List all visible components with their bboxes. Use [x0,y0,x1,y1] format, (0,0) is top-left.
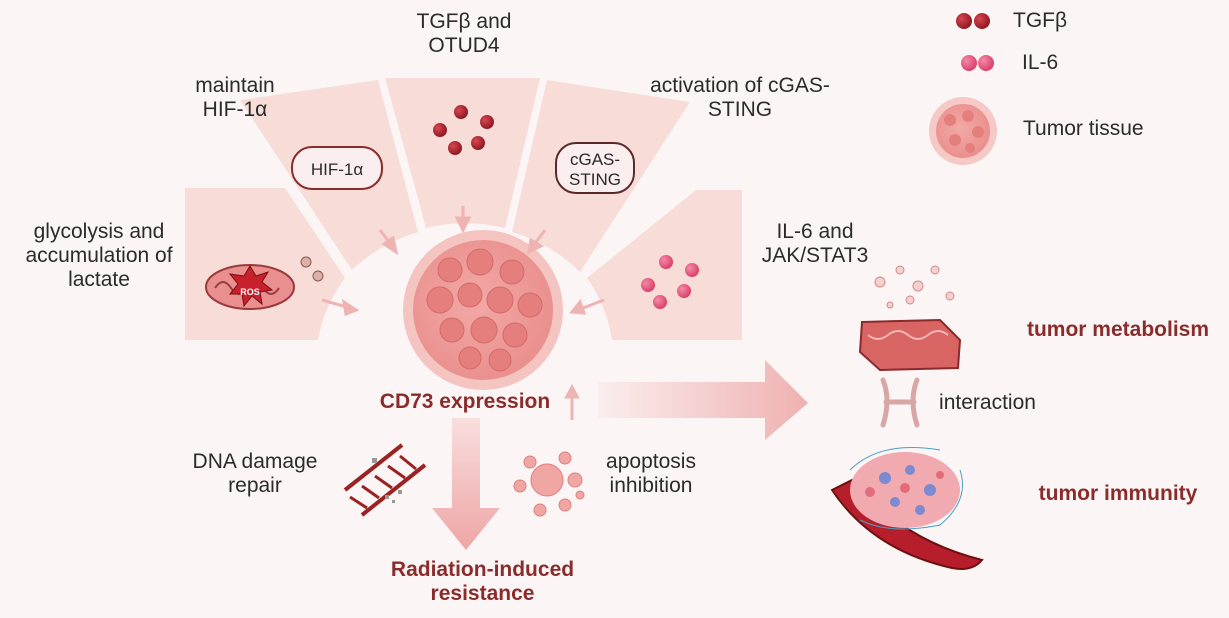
interaction-connector-icon [880,377,920,428]
hif-pill [291,146,383,190]
label-tumor-immunity: tumor immunity [1038,482,1198,505]
inward-arrows [321,206,605,317]
tgfb-molecules [433,105,494,155]
mitochondria-ros-icon [205,256,324,310]
label-hif: maintain HIF-1α [195,74,275,121]
apoptosis-cell-icon [513,451,585,517]
hif-pill-label: HIF-1α [311,160,364,179]
cgas-pill-line2: STING [569,170,621,189]
label-apoptosis: apoptosis inhibition [606,450,696,497]
label-cd73-expression: CD73 expression [379,390,551,413]
label-interaction: interaction [939,391,1036,414]
cgas-pill-line1: cGAS- [570,150,620,169]
sector-tgf [385,78,540,228]
dna-damage-icon [343,443,427,517]
legend-il6-icon [961,55,994,71]
ros-label: ROS [240,287,260,297]
big-right-arrow [598,360,808,440]
label-tumor-metabolism: tumor metabolism [1026,318,1210,341]
il6-molecules [641,255,699,309]
tumor-metabolism-mitochondrion-icon [858,265,962,372]
label-dna: DNA damage repair [192,450,318,497]
up-arrow [564,383,580,420]
central-tumor-cluster [403,230,563,390]
cgas-pill [555,142,635,194]
legend-label-il6: IL-6 [1022,51,1059,74]
label-tgf: TGFβ and OTUD4 [416,10,512,57]
legend-tumor-icon [929,97,997,165]
legend-label-tumor-tissue: Tumor tissue [1023,117,1144,140]
label-radiation-resistance: Radiation-induced resistance [390,558,575,605]
big-down-arrow [432,418,500,550]
label-il6: IL-6 and JAK/STAT3 [761,220,869,267]
label-cgas: activation of cGAS- STING [650,74,830,121]
label-glycolysis: glycolysis and accumulation of lactate [25,220,173,291]
legend-label-tgfb: TGFβ [1013,9,1068,32]
tumor-immunity-icon [830,447,984,570]
legend-tgfb-icon [956,13,990,29]
